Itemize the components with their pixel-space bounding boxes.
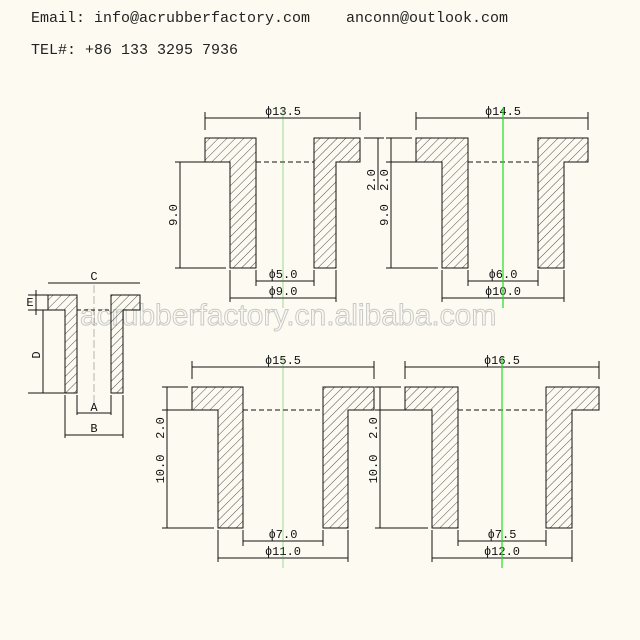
- flange-thickness-label: 2.0: [365, 169, 379, 191]
- label-d: D: [30, 351, 44, 358]
- bushing-right-section: [322, 386, 375, 529]
- flange-thickness-label: 2.0: [367, 417, 381, 439]
- label-c: C: [90, 270, 97, 284]
- email-text: Email: info@acrubberfactory.com: [31, 10, 311, 27]
- email2-text: anconn@outlook.com: [346, 10, 509, 27]
- flange-diameter-label: ϕ13.5: [265, 105, 301, 119]
- reference-right-section: [110, 294, 141, 394]
- bushing-left-section: [204, 137, 257, 269]
- height-label: 9.0: [167, 204, 181, 226]
- watermark: acrubberfactory.cn.alibaba.com: [80, 299, 496, 332]
- flange-diameter-label: ϕ15.5: [265, 354, 301, 368]
- height-label: 10.0: [367, 455, 381, 484]
- bushing-left-section: [404, 386, 459, 529]
- inner-diameter-label: ϕ7.0: [269, 528, 298, 542]
- height-label: 10.0: [154, 455, 168, 484]
- label-b: B: [90, 422, 97, 436]
- flange-thickness-label: 2.0: [154, 417, 168, 439]
- label-e: E: [26, 296, 33, 310]
- height-label: 9.0: [378, 204, 392, 226]
- flange-thickness-label: 2.0: [378, 169, 392, 191]
- bushing-left-section: [415, 137, 469, 269]
- outer-diameter-label: ϕ11.0: [265, 545, 301, 559]
- bushing-right-section: [545, 386, 600, 529]
- reference-left-section: [47, 294, 78, 394]
- bushing-right-section: [537, 137, 589, 269]
- bushing-right-section: [313, 137, 361, 269]
- bushing-left-section: [191, 386, 244, 529]
- outer-diameter-label: ϕ9.0: [269, 285, 298, 299]
- label-a: A: [90, 401, 98, 415]
- tel-text: TEL#: +86 133 3295 7936: [31, 42, 239, 59]
- inner-diameter-label: ϕ5.0: [269, 268, 298, 282]
